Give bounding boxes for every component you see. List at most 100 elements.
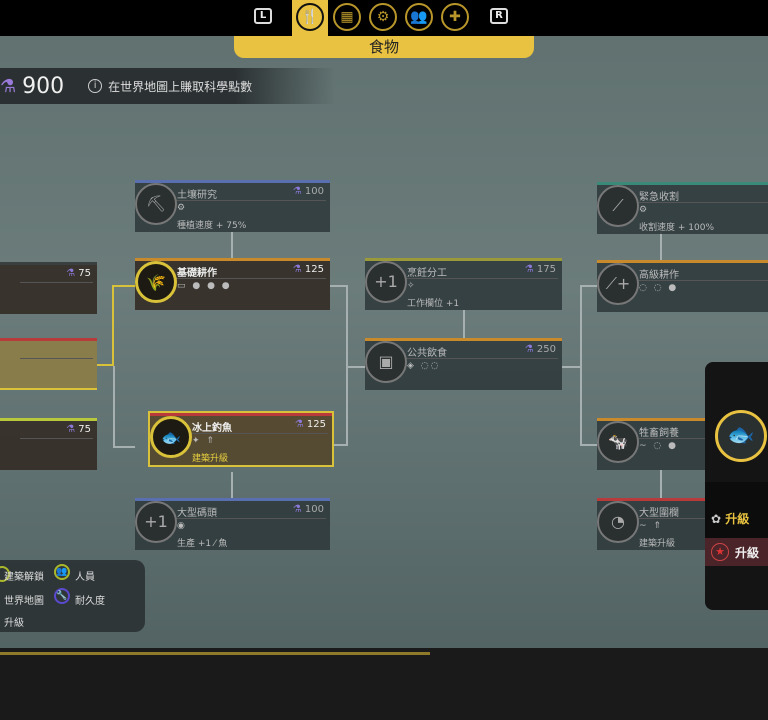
node-cost: ⚗ 75 xyxy=(66,424,91,435)
science-points-bar: ⚗ 900 i 在世界地圖上賺取科學點數 xyxy=(0,68,335,104)
legend: 建築解鎖 👥 人員 世界地圖 🔧 耐久度 升級 xyxy=(0,560,145,632)
connector xyxy=(113,446,135,448)
building-unlock-icon xyxy=(0,566,10,582)
node-resource-icons: ~ ◌ ● xyxy=(639,441,678,451)
divider xyxy=(405,278,558,279)
upgrade-button[interactable]: ★ 升級 xyxy=(705,538,768,566)
tech-node-left-node-c[interactable]: ⚗ 75 xyxy=(0,418,97,470)
node-cost: ⚗ 250 xyxy=(525,344,556,355)
legend-building-unlock: 建築解鎖 xyxy=(4,572,44,583)
tab-resources[interactable]: ▦ xyxy=(333,3,361,31)
connector-active xyxy=(97,364,114,366)
divider xyxy=(637,202,768,203)
tech-node-left-node-b[interactable] xyxy=(0,338,97,390)
legend-people: 人員 xyxy=(75,572,95,583)
cost-value: 75 xyxy=(78,424,91,435)
node-title: 大型圍欄 xyxy=(639,508,679,519)
node-title: 公共飲食 xyxy=(407,348,447,359)
category-bar: L 🍴 ▦ ⚙ 👥 ✚ R xyxy=(0,0,768,36)
connector-active xyxy=(112,285,114,365)
connector xyxy=(463,310,465,338)
legend-world-map: 世界地圖 xyxy=(4,596,44,607)
next-category-button[interactable]: R xyxy=(490,8,508,24)
info-icon: i xyxy=(88,79,103,93)
node-effect: 生產 +1 ⁄ 魚 xyxy=(177,539,228,549)
node-effect: 建築升級 xyxy=(192,454,229,464)
cost-value: 175 xyxy=(536,264,556,275)
node-effect: 工作欄位 +1 xyxy=(407,299,460,309)
emergency-harvest-icon[interactable]: ⟋ xyxy=(597,185,639,227)
connector xyxy=(346,285,348,445)
node-resource-icons: ⚙ xyxy=(639,205,650,215)
divider xyxy=(175,200,326,201)
cooking-division-icon[interactable]: +1 xyxy=(365,261,407,303)
tech-detail-panel: 🐟 ✿ 升級 ★ 升級 xyxy=(705,362,768,610)
connector xyxy=(660,470,662,498)
node-cost: ⚗ 75 xyxy=(66,268,91,279)
tab-health[interactable]: ✚ xyxy=(441,3,469,31)
connector xyxy=(330,285,348,287)
node-cost: ⚗ 100 xyxy=(293,504,324,515)
flask-icon: ⚗ xyxy=(524,344,537,355)
connector-active xyxy=(112,285,137,287)
public-dining-icon[interactable]: ▣ xyxy=(365,341,407,383)
node-resource-icons: ◌ ◌ ● xyxy=(639,283,679,293)
science-hint: 在世界地圖上賺取科學點數 xyxy=(108,79,253,94)
divider xyxy=(637,518,713,519)
prev-category-button[interactable]: L xyxy=(254,8,272,24)
flask-icon: ⚗ xyxy=(294,419,307,430)
flask-icon: ⚗ xyxy=(524,264,537,275)
connector xyxy=(580,285,598,287)
tab-industry[interactable]: ⚙ xyxy=(369,3,397,31)
tab-food[interactable]: 🍴 xyxy=(296,3,324,31)
basic-farming-icon[interactable]: 🌾 xyxy=(135,261,177,303)
node-title: 緊急收割 xyxy=(639,192,679,203)
connector xyxy=(562,366,582,368)
node-resource-icons: ⚙ xyxy=(177,203,188,213)
divider xyxy=(175,518,326,519)
divider xyxy=(190,433,328,434)
node-resource-icons: ◈ ◌◌ xyxy=(407,361,441,371)
advanced-farming-icon[interactable]: ⟋+ xyxy=(597,263,639,305)
cost-value: 100 xyxy=(304,186,324,197)
flask-icon: ⚗ xyxy=(66,268,79,279)
cost-value: 75 xyxy=(78,268,91,279)
node-resource-icons: ▭ ● ● ● xyxy=(177,281,232,291)
tab-people[interactable]: 👥 xyxy=(405,3,433,31)
progress-line xyxy=(0,652,430,655)
flask-icon: ⚗ xyxy=(292,264,305,275)
connector xyxy=(580,285,582,445)
connector xyxy=(231,232,233,258)
node-resource-icons: ~ ⇑ xyxy=(639,521,663,531)
connector xyxy=(580,444,598,446)
connector xyxy=(660,232,662,260)
divider xyxy=(20,282,93,283)
flask-icon: ⚗ xyxy=(0,75,17,97)
soil-research-icon[interactable]: ⛏ xyxy=(135,183,177,225)
fish-icon: 🐟 xyxy=(715,410,767,462)
people-icon: 👥 xyxy=(54,564,70,580)
large-dock-icon[interactable]: +1 xyxy=(135,501,177,543)
cost-value: 125 xyxy=(306,419,326,430)
star-icon: ★ xyxy=(711,543,729,561)
bottom-bar xyxy=(0,648,768,720)
large-pen-icon[interactable]: ◔ xyxy=(597,501,639,543)
node-cost: ⚗ 100 xyxy=(293,186,324,197)
cost-value: 125 xyxy=(304,264,324,275)
node-title: 土壤研究 xyxy=(177,190,217,201)
tech-node-left-node-a[interactable]: ⚗ 75 % xyxy=(0,262,97,314)
ice-fishing-icon[interactable]: 🐟 xyxy=(150,416,192,458)
divider xyxy=(20,358,93,359)
node-resource-icons: ✧ xyxy=(407,281,417,291)
node-title: 烹飪分工 xyxy=(407,268,447,279)
upgrade-cost-label: ✿ 升級 xyxy=(711,510,749,527)
flask-icon: ⚗ xyxy=(292,504,305,515)
node-resource-icons: ✦ ⇑ xyxy=(192,436,216,446)
livestock-breeding-icon[interactable]: 🐄 xyxy=(597,421,639,463)
connector xyxy=(346,366,366,368)
node-effect: 種植速度 + 75% xyxy=(177,221,247,231)
detail-spacer xyxy=(705,482,768,542)
flask-icon: ⚗ xyxy=(66,424,79,435)
node-resource-icons: ◉ xyxy=(177,521,187,531)
node-title: 高級耕作 xyxy=(639,270,679,281)
